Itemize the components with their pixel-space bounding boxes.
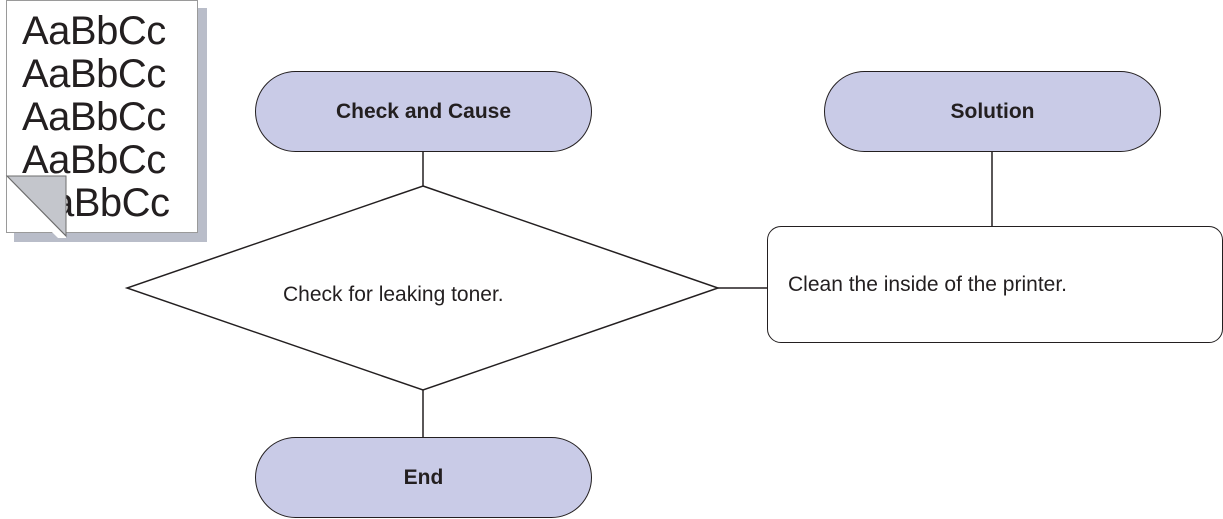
check-and-cause-header: Check and Cause [255,71,592,152]
sample-text-line: AaBbCc [22,138,166,182]
solution-box: Clean the inside of the printer. [767,226,1223,343]
decision-label: Check for leaking toner. [283,283,504,306]
solution-header: Solution [824,71,1161,152]
sample-text-line: AaBbCc [22,95,166,139]
decision-diamond [124,185,721,391]
sample-text-line: AaBbCc [22,52,166,96]
sample-text-line: AaBbCc [22,9,166,53]
sample-text-line: aBbCc [52,181,170,225]
end-terminal: End [255,437,592,518]
